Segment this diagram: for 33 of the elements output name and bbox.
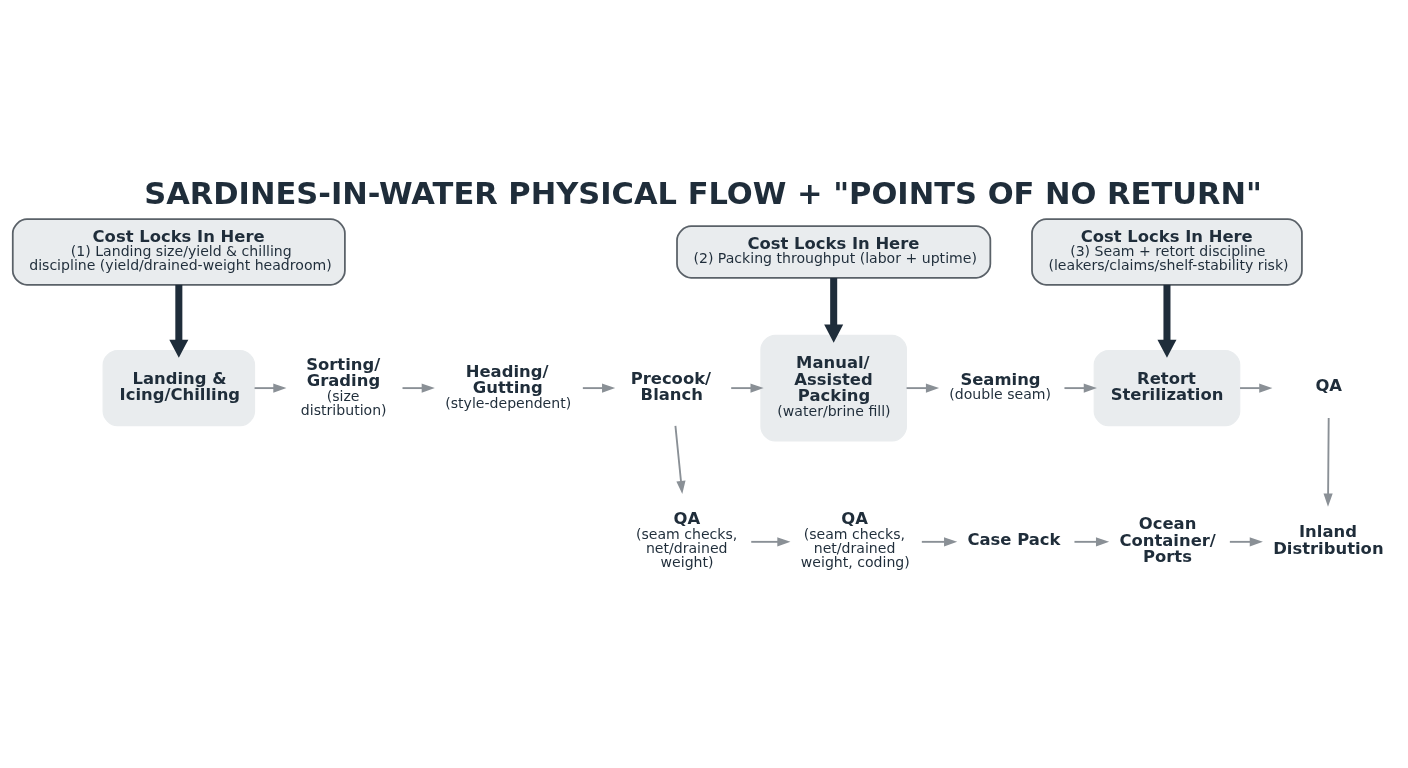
arrow (750, 537, 791, 547)
node-box: Landing & Icing/Chilling (102, 349, 256, 427)
arrow (253, 383, 287, 393)
arrow (1063, 383, 1097, 393)
arrow (401, 383, 435, 393)
node-text: QA (1315, 376, 1343, 396)
node-text: Heading/ Gutting (style-dependent) (445, 361, 572, 411)
node-text: Precook/ Blanch (630, 368, 712, 405)
arrow (730, 383, 764, 393)
arrow (1157, 284, 1177, 358)
arrow (1073, 537, 1110, 547)
node-text: QA (seam checks, net/drained weight, coding) (800, 509, 910, 571)
node-text: Inland Distribution (1273, 522, 1384, 558)
arrow (169, 284, 189, 358)
node-box: Cost Locks In Here (3) Seam + retort discipline (leakers/claims/shelf-stability risk) (1031, 218, 1303, 286)
node-text: Ocean Container/ Ports (1119, 514, 1216, 567)
arrow (1239, 383, 1273, 393)
node-box: Manual/ Assisted Packing (water/brine fill) (760, 334, 908, 442)
diagram-title: SARDINES-IN-WATER PHYSICAL FLOW + "POINTS OF NO RETURN" (144, 175, 1262, 211)
arrow (1228, 537, 1263, 547)
arrow (581, 383, 616, 393)
arrow (1323, 417, 1333, 507)
node-box: Cost Locks In Here (2) Packing throughput (labor + uptime) (676, 225, 992, 279)
arrow (824, 278, 844, 343)
arrow (905, 383, 940, 393)
node-text: Seaming (double seam) (949, 369, 1052, 403)
node-box: Cost Locks In Here (1) Landing size/yield & chilling discipline (yield/drained-weight headroom) (11, 218, 346, 286)
node-text: Case Pack (967, 530, 1061, 550)
arrow (920, 537, 958, 547)
arrow (674, 425, 686, 495)
node-text: QA (seam checks, net/drained weight) (635, 509, 738, 571)
node-text: Sorting/ Grading (size distribution) (300, 354, 387, 418)
node-box: Retort Sterilization (1093, 349, 1241, 427)
